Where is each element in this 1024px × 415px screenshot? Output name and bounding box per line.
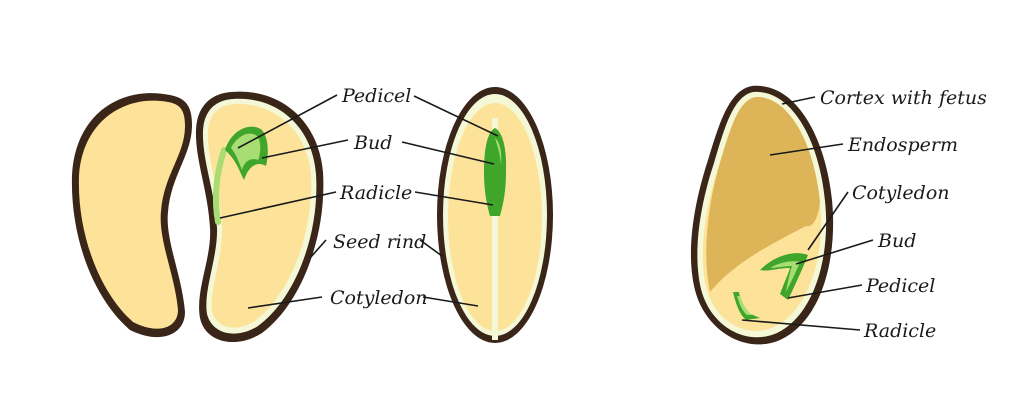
label-corn-pedicel: Pedicel bbox=[865, 275, 935, 297]
bean-bud-highlight bbox=[231, 133, 261, 170]
bean-embryo-axis bbox=[213, 147, 227, 225]
label-bean-seed-rind: Seed rind bbox=[333, 231, 426, 253]
leader-bean-radicle-right bbox=[414, 191, 494, 206]
label-corn-cortex: Cortex with fetus bbox=[820, 87, 987, 109]
corn-radicle-highlight bbox=[737, 296, 752, 315]
leader-corn-cortex bbox=[781, 96, 816, 105]
bean-left-cotyledon-inner bbox=[78, 100, 185, 329]
leader-corn-bud bbox=[795, 239, 874, 265]
label-bean-pedicel: Pedicel bbox=[341, 85, 411, 107]
corn-bud-highlight bbox=[770, 261, 800, 292]
label-corn-cotyledon: Cotyledon bbox=[852, 182, 950, 204]
bean-section-embryo-highlight bbox=[495, 138, 502, 165]
bean-section-seam bbox=[492, 118, 498, 340]
leader-bean-radicle bbox=[219, 191, 337, 219]
leader-bean-cotyledon bbox=[247, 296, 323, 309]
leader-bean-seed-rind-right bbox=[419, 239, 443, 257]
label-corn-bud: Bud bbox=[877, 230, 916, 252]
label-bean-bud: Bud bbox=[353, 132, 392, 154]
leader-corn-endosperm bbox=[769, 143, 844, 156]
label-bean-radicle: Radicle bbox=[339, 182, 412, 204]
leader-corn-pedicel bbox=[787, 284, 863, 299]
bean-section-embryo bbox=[484, 128, 507, 216]
corn-endosperm bbox=[706, 96, 820, 292]
leader-bean-bud-right bbox=[401, 141, 495, 165]
leader-bean-cotyledon-right bbox=[422, 296, 479, 307]
leader-bean-bud bbox=[261, 139, 349, 159]
leader-bean-pedicel-right bbox=[413, 95, 499, 137]
leader-bean-seed-rind bbox=[309, 239, 327, 259]
label-bean-cotyledon: Cotyledon bbox=[330, 287, 428, 309]
label-corn-radicle: Radicle bbox=[863, 320, 936, 342]
leader-bean-pedicel bbox=[237, 94, 338, 149]
leader-corn-cotyledon bbox=[807, 191, 849, 251]
label-corn-endosperm: Endosperm bbox=[847, 134, 958, 156]
leader-corn-radicle bbox=[741, 319, 861, 331]
